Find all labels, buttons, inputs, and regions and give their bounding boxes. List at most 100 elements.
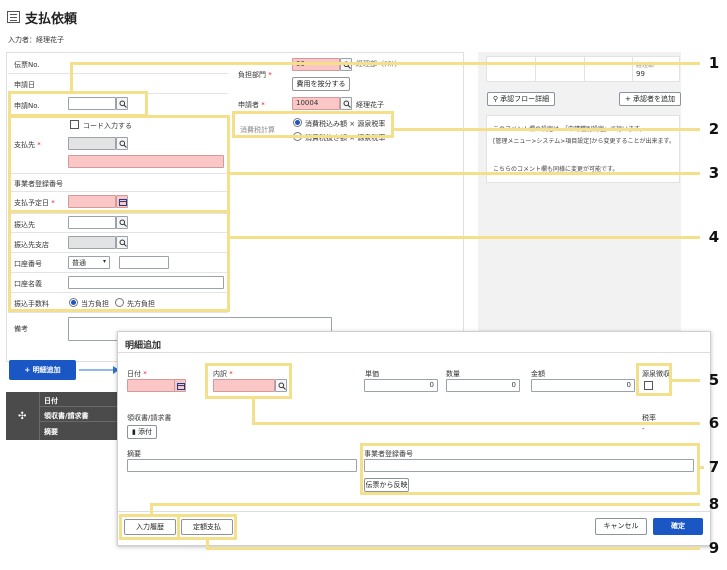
kouza-name-input[interactable] [68, 276, 224, 289]
detail-table [6, 392, 118, 440]
tax-calc-label: 消費税計算 [240, 126, 275, 134]
shiharai-yotei-label: 支払予定日 * [14, 199, 55, 207]
shiharai-yotei-input[interactable] [68, 195, 116, 208]
furikomi-saki-input[interactable] [68, 216, 116, 229]
shinsei-no-input[interactable] [68, 97, 116, 110]
shinseisha-label: 申請者 * [238, 101, 265, 109]
teigaku-button[interactable]: 定額支払 [181, 519, 233, 535]
fee-other-label: 先方負担 [127, 300, 155, 308]
search-icon[interactable] [116, 216, 128, 229]
tax-excl-radio[interactable] [293, 132, 302, 141]
cancel-button[interactable]: キャンセル [595, 518, 647, 535]
uchiwake-label: 内訳 * [213, 370, 233, 378]
search-icon[interactable] [340, 97, 352, 110]
furikomi-saki-label: 振込先 [14, 221, 35, 229]
code-input-label: コード入力する [83, 122, 132, 130]
right-grid-top: 経理部 [636, 62, 655, 69]
table-header-ryoushu: 領収書/請求書 [44, 412, 89, 420]
jigyousha-no-label: 事業者登録番号 [14, 180, 63, 188]
callout-1: 1 [708, 54, 720, 72]
dialog-jigyousha-input[interactable] [364, 459, 694, 472]
suuryou-input[interactable]: 0 [446, 379, 520, 392]
ryoushu-label: 領収書/請求書 [127, 414, 172, 422]
right-grid-value: 99 [636, 70, 645, 78]
tanka-label: 単価 [365, 370, 379, 378]
uchiwake-input[interactable] [213, 379, 275, 392]
fee-own-radio[interactable] [69, 298, 78, 307]
detail-dialog [117, 331, 711, 546]
search-icon[interactable] [116, 236, 128, 249]
callout-9: 9 [708, 539, 720, 557]
callout-3: 3 [708, 164, 720, 182]
shiharai-saki-label: 支払先 * [14, 141, 41, 149]
kingaku-input[interactable]: 0 [531, 379, 635, 392]
shinsei-no-label: 申請No. [14, 102, 40, 110]
dialog-date-label: 日付 * [127, 370, 147, 378]
history-button[interactable]: 入力履歴 [124, 519, 176, 535]
attach-button[interactable]: ▮ 添付 [127, 425, 157, 439]
shinsei-date-label: 申請日 [14, 81, 35, 89]
table-header-divider [39, 392, 40, 440]
denpyo-no-label: 伝票No. [14, 61, 40, 69]
dialog-date-input[interactable] [127, 379, 175, 392]
kouza-type-select[interactable]: 普通▾ [68, 256, 110, 269]
kouza-name-label: 口座名義 [14, 280, 42, 288]
furikomi-shiten-input[interactable] [68, 236, 116, 249]
shiharai-saki-code-input[interactable] [68, 137, 116, 150]
futan-bumon-name: 経理部（ﾃｽﾄ） [356, 60, 402, 68]
table-header-tekiyou: 摘要 [44, 428, 58, 436]
gensen-label: 源泉徴収 [642, 370, 670, 378]
page-title: 支払依頼 [25, 12, 78, 27]
app-icon [7, 11, 20, 23]
add-detail-button[interactable]: + 明細追加 [9, 360, 76, 380]
bikou-label: 備考 [14, 325, 28, 333]
tax-incl-label: 消費税込み額 × 源泉税率 [305, 120, 386, 128]
code-input-checkbox[interactable] [70, 120, 79, 129]
right-grid [486, 56, 680, 82]
dialog-jigyousha-label: 事業者登録番号 [364, 450, 413, 458]
tekiyou-input[interactable] [127, 459, 357, 472]
callout-7: 7 [708, 458, 720, 476]
shiharai-saki-name-input[interactable] [68, 155, 224, 168]
callout-6: 6 [708, 414, 720, 432]
zeiritsu-label: 税率 [642, 414, 656, 422]
furikomi-shiten-label: 振込先支店 [14, 241, 49, 249]
gensen-checkbox[interactable] [644, 381, 653, 390]
futan-bumon-input[interactable]: 00 [292, 58, 340, 71]
kouza-no-label: 口座番号 [14, 260, 42, 268]
arrow-icon [79, 366, 119, 374]
search-icon[interactable] [275, 379, 287, 392]
approval-flow-button[interactable]: ⚲ 承認フロー詳細 [487, 92, 555, 106]
dialog-title: 明細追加 [125, 341, 162, 351]
kingaku-label: 金額 [531, 370, 545, 378]
callout-5: 5 [708, 371, 720, 389]
tanka-input[interactable]: 0 [364, 379, 438, 392]
comment-box: このコメント欄の設定は、「申請種別設定」で行います。 [管理メニュー>システム>… [486, 115, 680, 183]
requester-text: 入力者：経理花子 [8, 36, 64, 44]
shinseisha-name: 経理花子 [356, 101, 384, 109]
add-approver-button[interactable]: + 承認者を追加 [619, 92, 681, 106]
tax-excl-label: 消費税抜き額 × 源泉税率 [305, 134, 386, 142]
tekiyou-label: 摘要 [127, 450, 141, 458]
confirm-button[interactable]: 確定 [653, 518, 703, 535]
fee-other-radio[interactable] [115, 298, 124, 307]
search-icon[interactable] [116, 97, 128, 110]
fee-own-label: 当方負担 [81, 300, 109, 308]
callout-8: 8 [708, 495, 720, 513]
table-header-date: 日付 [44, 397, 58, 405]
calendar-icon[interactable] [116, 195, 128, 208]
search-icon[interactable] [116, 137, 128, 150]
kouza-no-input[interactable] [119, 256, 169, 269]
callout-2: 2 [708, 120, 720, 138]
callout-4: 4 [708, 228, 720, 246]
shinseisha-code-input[interactable]: 10004 [292, 97, 340, 110]
search-icon[interactable] [340, 58, 352, 71]
suuryou-label: 数量 [446, 370, 460, 378]
reflect-button[interactable]: 伝票から反映 [364, 478, 409, 492]
futan-bumon-label: 負担部門 * [238, 71, 272, 79]
hiyou-anbun-button[interactable]: 費用を按分する [292, 77, 350, 91]
calendar-icon[interactable] [174, 379, 186, 392]
zeiritsu-value: - [642, 425, 645, 433]
tax-incl-radio[interactable] [293, 118, 302, 127]
fee-label: 振込手数料 [14, 300, 49, 308]
